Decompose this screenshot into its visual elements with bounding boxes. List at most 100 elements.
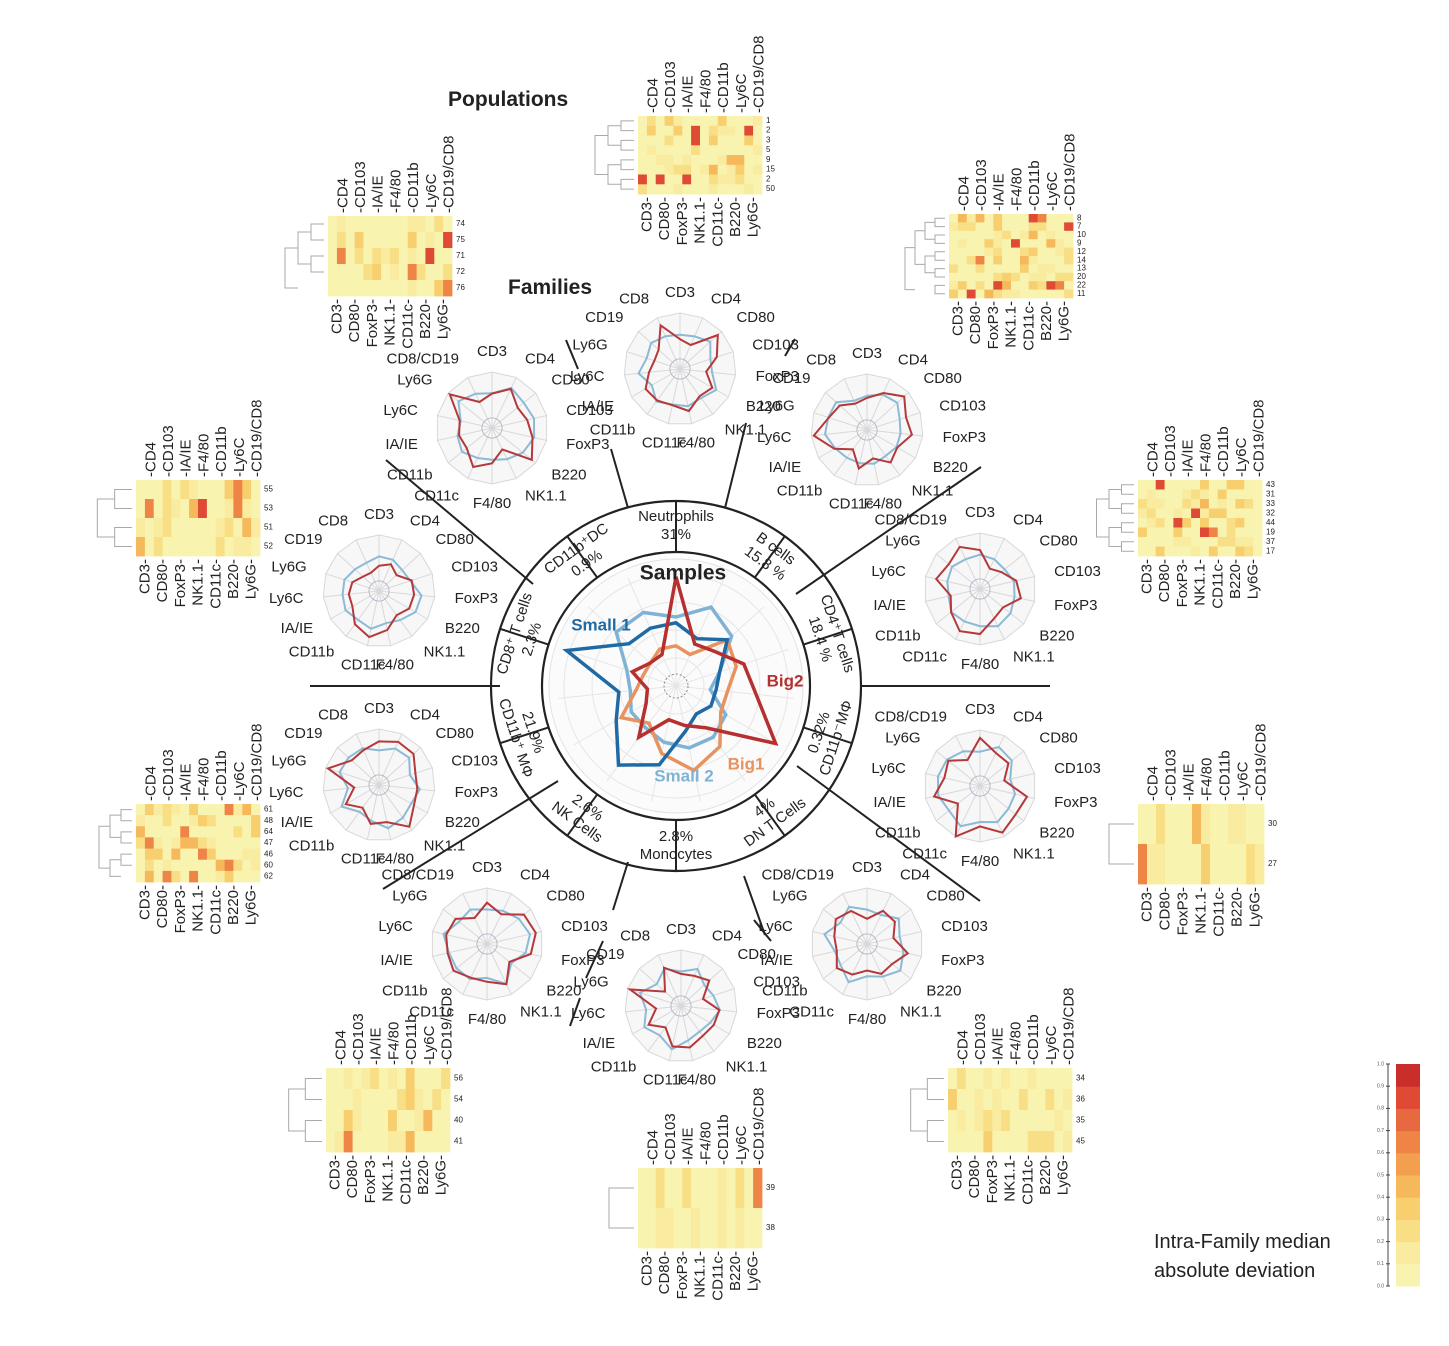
- heatmap-cell: [1046, 247, 1056, 257]
- heatmap-column-label-top: -CD19/CD8: [751, 35, 768, 113]
- heatmap-cell: [1253, 518, 1263, 528]
- heatmap-cell: [735, 155, 745, 166]
- radar-spoke: [625, 1005, 682, 1013]
- heatmap-cell: [153, 480, 163, 500]
- heatmap-cell: [1146, 480, 1157, 490]
- radar-axis-label: CD19: [586, 946, 624, 963]
- heatmap-cell: [398, 216, 409, 233]
- heatmap-cell: [1019, 272, 1030, 282]
- heatmap-cell: [717, 155, 727, 166]
- heatmap-cell: [646, 1208, 657, 1249]
- heatmap-population-cd11b-neg-mf: 3027-CD4CD3--CD103CD80--IA/IEFoxP3--F4/8…: [1108, 723, 1277, 937]
- heatmap-cell: [1018, 1110, 1029, 1132]
- heatmap-cell: [1253, 508, 1263, 519]
- heatmap-cell: [1063, 1089, 1073, 1111]
- heatmap-cell: [1064, 289, 1074, 299]
- heatmap-column-label-bottom: FoxP3-: [674, 197, 691, 245]
- heatmap-cell: [215, 848, 225, 861]
- radar-axis-label: IA/IE: [385, 436, 418, 453]
- radar-axis-label: B220: [747, 1035, 782, 1052]
- heatmap-cell: [948, 1110, 958, 1132]
- heatmap-cell: [1235, 546, 1245, 557]
- heatmap-cell: [443, 264, 453, 281]
- heatmap-cell: [1191, 546, 1201, 557]
- dendrogram-branch: [120, 831, 132, 844]
- heatmap-cell: [432, 1089, 442, 1111]
- heatmap-row-label: 12: [1077, 247, 1086, 256]
- heatmap-cell: [992, 1131, 1002, 1153]
- heatmap-cell: [1037, 214, 1047, 223]
- heatmap-cell: [1244, 508, 1254, 519]
- heatmap-cell: [206, 499, 217, 519]
- heatmap-cell: [735, 164, 745, 175]
- radar-axis-label: CD80: [551, 372, 589, 389]
- heatmap-column-label-bottom: CD11c-: [1210, 887, 1227, 937]
- radar-axis-label: IA/IE: [769, 459, 802, 476]
- heatmap-column-label-bottom: CD11c-: [709, 197, 726, 247]
- heatmap-cell: [673, 164, 683, 175]
- heatmap-cell: [966, 230, 976, 240]
- radar-axis-label: CD8: [619, 291, 649, 308]
- heatmap-cell: [700, 174, 710, 185]
- heatmap-cell: [992, 1089, 1002, 1111]
- heatmap-cell: [136, 826, 146, 838]
- heatmap-cell: [735, 145, 745, 156]
- legend-swatch: [1396, 1108, 1420, 1132]
- radar-spoke: [979, 785, 1025, 822]
- heatmap-cell: [682, 155, 692, 166]
- heatmap-cell: [646, 184, 657, 195]
- heatmap-column-label-bottom: B220-: [225, 885, 242, 925]
- heatmap-cell: [1010, 1131, 1020, 1153]
- radar-axis-label: CD3: [364, 506, 394, 523]
- heatmap-column-label-top: -Ly6C: [423, 173, 440, 213]
- radar-axis-label: CD11b: [777, 482, 823, 499]
- heatmap-column-label-top: -CD103: [972, 1013, 989, 1065]
- heatmap-cell: [1155, 527, 1165, 538]
- heatmap-cell: [717, 184, 727, 195]
- radar-spoke: [866, 908, 912, 945]
- heatmap-cell: [673, 116, 683, 127]
- radar-spoke: [486, 943, 512, 995]
- radar-origin: [476, 933, 498, 955]
- heatmap-cell: [390, 280, 400, 297]
- heatmap-cell: [655, 145, 665, 156]
- heatmap-cell: [144, 837, 155, 849]
- heatmap-column-label-top: -CD103: [160, 425, 177, 477]
- radar-axis-label: IA/IE: [281, 620, 314, 637]
- heatmap-cell: [655, 125, 665, 136]
- heatmap-column-label-top: -IA/IE: [680, 75, 697, 113]
- heatmap-cell: [726, 1208, 736, 1249]
- dendrogram-branch: [1121, 541, 1134, 552]
- heatmap-cell: [372, 216, 382, 233]
- heatmap-cell: [753, 184, 763, 195]
- heatmap-cell: [233, 837, 243, 849]
- connector-line: [612, 861, 629, 911]
- heatmap-cell: [1226, 508, 1236, 519]
- dendrogram-branch: [1096, 498, 1109, 538]
- heatmap-column-label-top: -IA/IE: [178, 763, 195, 801]
- heatmap-cell: [1063, 1110, 1073, 1132]
- heatmap-cell: [144, 815, 155, 827]
- radar-axis-label: CD11b: [382, 982, 428, 999]
- legend-swatch: [1396, 1086, 1420, 1109]
- dendrogram-branch: [1121, 522, 1134, 533]
- heatmap-cell: [1011, 281, 1021, 290]
- heatmap-cell: [1253, 527, 1263, 538]
- heatmap-cell: [1011, 230, 1021, 240]
- heatmap-cell: [753, 174, 763, 185]
- connector-line: [796, 765, 981, 902]
- heatmap-cell: [1011, 264, 1021, 274]
- heatmap-column-label-top: -Ly6C: [231, 437, 248, 477]
- heatmap-cell: [180, 848, 190, 861]
- heatmap-cell: [700, 155, 710, 166]
- heatmap-row-label: 31: [1266, 489, 1275, 498]
- heatmap-column-label-top: -CD19/CD8: [249, 723, 266, 801]
- radar-axis-label: CD8/CD19: [761, 866, 834, 883]
- radar-axis-label: CD11b: [387, 466, 433, 483]
- heatmap-cell: [1064, 272, 1074, 282]
- radar-axis-label: CD3: [364, 700, 394, 717]
- heatmap-cell: [673, 1208, 683, 1249]
- heatmap-cell: [224, 837, 234, 849]
